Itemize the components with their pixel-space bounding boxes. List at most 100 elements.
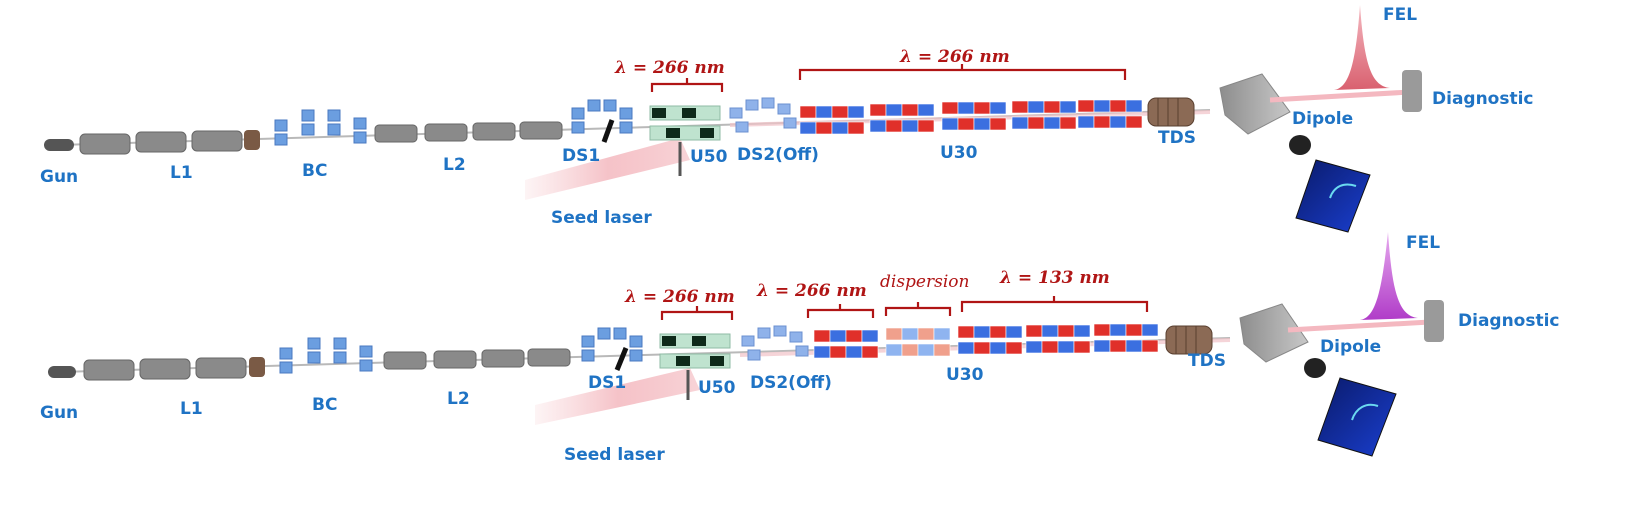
undulator-pole: [917, 327, 935, 341]
undulator-pole: [1057, 324, 1075, 338]
label-fel: FEL: [1406, 233, 1440, 253]
undulator-pole: [901, 103, 919, 117]
undulator-pole: [861, 329, 879, 343]
undulator-pole: [1109, 323, 1127, 337]
undulator-pole: [1041, 340, 1059, 354]
undulator-pole: [1059, 100, 1077, 114]
bunch-compressor-bc: [274, 109, 367, 146]
label-l2: L2: [443, 155, 466, 175]
undulator-pole: [917, 119, 935, 133]
screen-trace: [1329, 183, 1357, 199]
undulator-pole: [885, 103, 903, 117]
label-fel: FEL: [1383, 5, 1417, 25]
undulator-pole: [1125, 323, 1143, 337]
undulator-pole: [957, 325, 975, 339]
undulator-pole: [1057, 340, 1075, 354]
undulator-pole: [1073, 324, 1091, 338]
undulator-pole: [1093, 115, 1111, 129]
modulator-u50: [649, 105, 721, 141]
bracket-dispersion: [884, 302, 952, 316]
screen-trace: [1351, 403, 1379, 421]
bracket-u30-harmonic: [960, 296, 1149, 312]
undulator-pole: [1005, 341, 1023, 355]
undulator-pole: [1125, 339, 1143, 353]
undulator-pole: [1027, 100, 1045, 114]
undulator-pole: [1005, 325, 1023, 339]
undulator-pole: [1141, 339, 1159, 353]
dogleg-ds1: [581, 327, 643, 362]
undulator-pole: [1125, 115, 1143, 129]
undulator-pole: [861, 345, 879, 359]
diagnostic-screen: [1424, 300, 1444, 342]
undulator-pole: [957, 341, 975, 355]
undulator-pole: [901, 327, 919, 341]
label-diagnostic: Diagnostic: [1458, 311, 1560, 331]
undulator-pole: [989, 325, 1007, 339]
fel-beam: [1269, 89, 1411, 103]
undulator-pole: [989, 101, 1007, 115]
linac-l1: [79, 130, 260, 155]
undulator-pole: [933, 343, 951, 357]
undulator-pole: [845, 345, 863, 359]
label-u30: U30: [940, 143, 978, 163]
radiator-u30: [813, 323, 1159, 359]
undulator-pole: [1093, 323, 1111, 337]
undulator-pole: [1109, 339, 1127, 353]
undulator-pole: [799, 105, 817, 119]
label-ds1: DS1: [562, 146, 600, 166]
undulator-pole: [815, 121, 833, 135]
fel-spectrum: [1334, 5, 1390, 90]
imaging-screen: [1295, 159, 1371, 233]
label-ds2: DS2(Off): [750, 373, 832, 393]
fel-beam: [1287, 319, 1431, 333]
label-bc: BC: [312, 395, 337, 415]
camera: [1289, 135, 1311, 155]
undulator-pole: [1093, 339, 1111, 353]
undulator-pole: [917, 343, 935, 357]
undulator-pole: [941, 101, 959, 115]
undulator-pole: [1109, 115, 1127, 129]
dipole-magnet: [1219, 73, 1291, 135]
undulator-pole: [1025, 324, 1043, 338]
mirror: [601, 119, 615, 143]
label-tds: TDS: [1158, 128, 1196, 148]
bottom-beamline: λ = 266 nm λ = 266 nm dispersion λ = 133…: [40, 232, 1560, 465]
undulator-pole: [1027, 116, 1045, 130]
undulator-pole: [973, 325, 991, 339]
label-seed-laser: Seed laser: [564, 445, 665, 465]
dogleg-ds1: [571, 99, 633, 134]
annotation-lambda-harmonic: λ = 133 nm: [999, 268, 1110, 288]
diagnostic-screen: [1402, 70, 1422, 112]
undulator-pole: [885, 119, 903, 133]
linac-l1: [83, 357, 265, 381]
undulator-pole: [973, 117, 991, 131]
label-bc: BC: [302, 161, 327, 181]
undulator-pole: [933, 327, 951, 341]
undulator-pole: [989, 341, 1007, 355]
undulator-pole: [799, 121, 817, 135]
annotation-lambda-u50: λ = 266 nm: [624, 287, 735, 307]
undulator-pole: [829, 345, 847, 359]
undulator-pole: [869, 103, 887, 117]
undulator-pole: [1011, 116, 1029, 130]
undulator-pole: [1125, 99, 1143, 113]
undulator-pole: [815, 105, 833, 119]
undulator-pole: [845, 329, 863, 343]
seed-laser-beam: [525, 138, 690, 200]
label-u30: U30: [946, 365, 984, 385]
label-ds1: DS1: [588, 373, 626, 393]
undulator-pole: [901, 343, 919, 357]
label-gun: Gun: [40, 167, 78, 187]
annotation-dispersion: dispersion: [880, 272, 969, 292]
undulator-pole: [1011, 100, 1029, 114]
bracket-u50: [650, 78, 724, 92]
undulator-pole: [885, 327, 903, 341]
gun-cylinder: [48, 366, 76, 378]
undulator-pole: [1141, 323, 1159, 337]
undulator-pole: [829, 329, 847, 343]
top-beamline: λ = 266 nm λ = 266 nm Gun L1 BC L2 DS1 S…: [40, 5, 1534, 233]
label-l2: L2: [447, 389, 470, 409]
annotation-lambda-first: λ = 266 nm: [756, 281, 867, 301]
tds-cavity: [1165, 325, 1213, 355]
dipole-magnet: [1239, 303, 1309, 363]
